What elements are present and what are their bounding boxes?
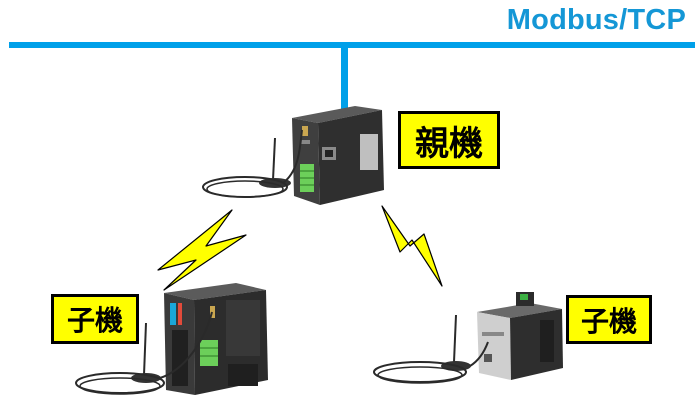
master-tag: 親機	[398, 111, 500, 169]
slave-left-antenna	[75, 311, 213, 395]
slave-tag-right: 子機	[566, 295, 652, 344]
lightning-left-icon	[157, 209, 247, 291]
lightning-right-icon	[381, 205, 443, 287]
master-device	[292, 106, 384, 205]
slave-device-left	[164, 283, 268, 395]
slave-right-antenna	[373, 314, 489, 384]
master-antenna	[202, 129, 303, 198]
bus-drop-line	[341, 46, 348, 115]
slave-device-right	[477, 292, 563, 380]
network-title: Modbus/TCP	[506, 4, 686, 36]
slave-tag-left: 子機	[51, 294, 139, 344]
modbus-bus-line	[9, 42, 695, 48]
